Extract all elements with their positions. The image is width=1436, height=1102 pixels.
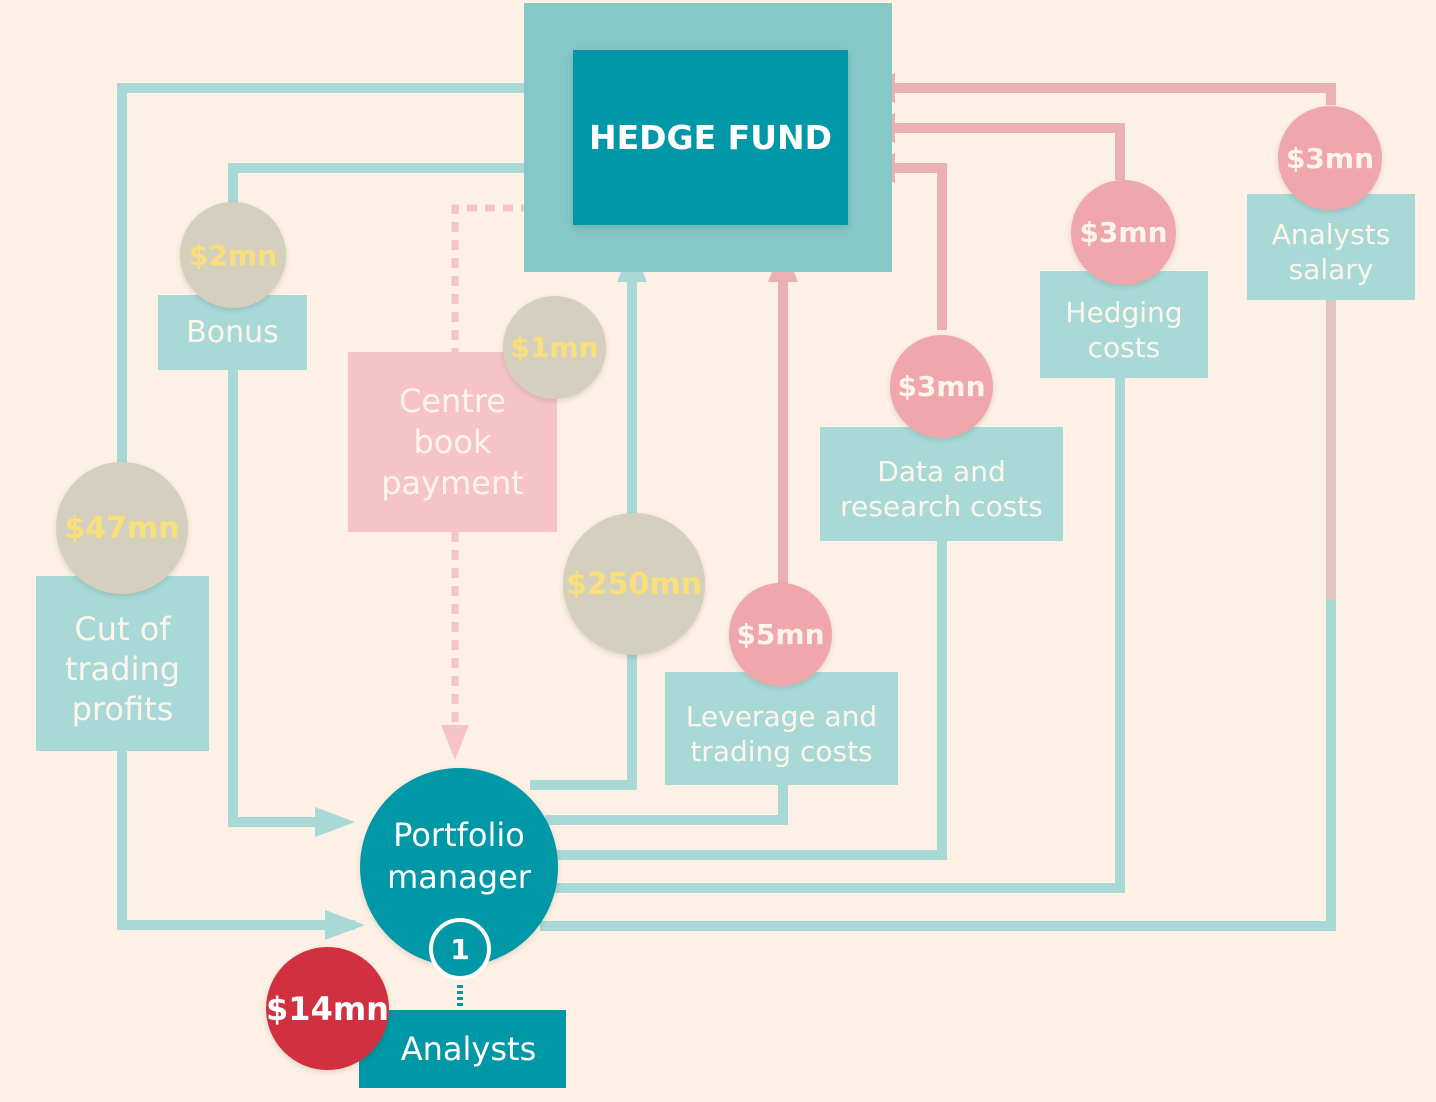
hedge-fund-box: HEDGE FUND [573,50,848,225]
leverage-amount-circle: $5mn [729,583,832,686]
salary-amount-circle: $3mn [1278,106,1382,210]
hedging-flow-line [895,123,1125,180]
leverage-base-line [545,775,788,825]
portfolio-badge: 1 [429,918,491,980]
hedging-amount-circle: $3mn [1071,180,1176,285]
portfolio-badge-number: 1 [450,932,470,966]
centre-amount-circle: $1mn [503,296,606,399]
hedging-amount: $3mn [1079,216,1168,249]
analysts-salary-box: Analysts salary [1247,194,1415,300]
capital-amount-circle: $250mn [563,513,705,655]
leverage-label: Leverage and trading costs [685,699,878,768]
cut-amount-circle: $47mn [56,462,188,594]
leverage-amount: $5mn [736,618,825,651]
data-research-label: Data and research costs [840,455,1043,523]
cut-of-profits-box: Cut of trading profits [36,576,209,751]
capital-amount: $250mn [565,566,703,602]
hedging-base-line [552,375,1125,893]
bonus-flow-arrow [315,807,355,837]
bonus-label: Bonus [186,315,279,350]
cut-flow-arrow [325,910,365,940]
data-research-box: Data and research costs [820,427,1063,541]
bonus-box: Bonus [158,295,307,370]
analysts-box: Analysts [359,1010,566,1088]
analysts-amount: $14mn [266,989,389,1028]
centre-dashed-arrow [441,725,469,760]
portfolio-manager-label: Portfolio manager [387,816,531,896]
analysts-label: Analysts [400,1030,537,1068]
cut-amount: $47mn [64,510,180,546]
hedging-box: Hedging costs [1040,271,1208,378]
cut-of-profits-label: Cut of trading profits [64,609,181,728]
centre-amount: $1mn [510,331,599,364]
salary-amount: $3mn [1285,141,1375,175]
data-amount: $3mn [897,370,986,403]
bonus-amount: $2mn [188,238,278,272]
analysts-amount-circle: $14mn [266,947,389,1070]
capital-flow-line [530,282,637,790]
data-flow-line [895,163,947,330]
centre-book-label: Centre book payment [381,381,524,502]
bonus-flow-line [228,163,580,827]
hedging-label: Hedging costs [1065,295,1183,364]
salary-flow-line [895,83,1336,105]
bonus-amount-circle: $2mn [180,202,286,308]
data-amount-circle: $3mn [890,335,993,438]
hedge-fund-label: HEDGE FUND [588,118,833,157]
data-base-line [548,535,947,860]
analysts-salary-label: Analysts salary [1271,218,1391,286]
leverage-box: Leverage and trading costs [665,672,898,785]
